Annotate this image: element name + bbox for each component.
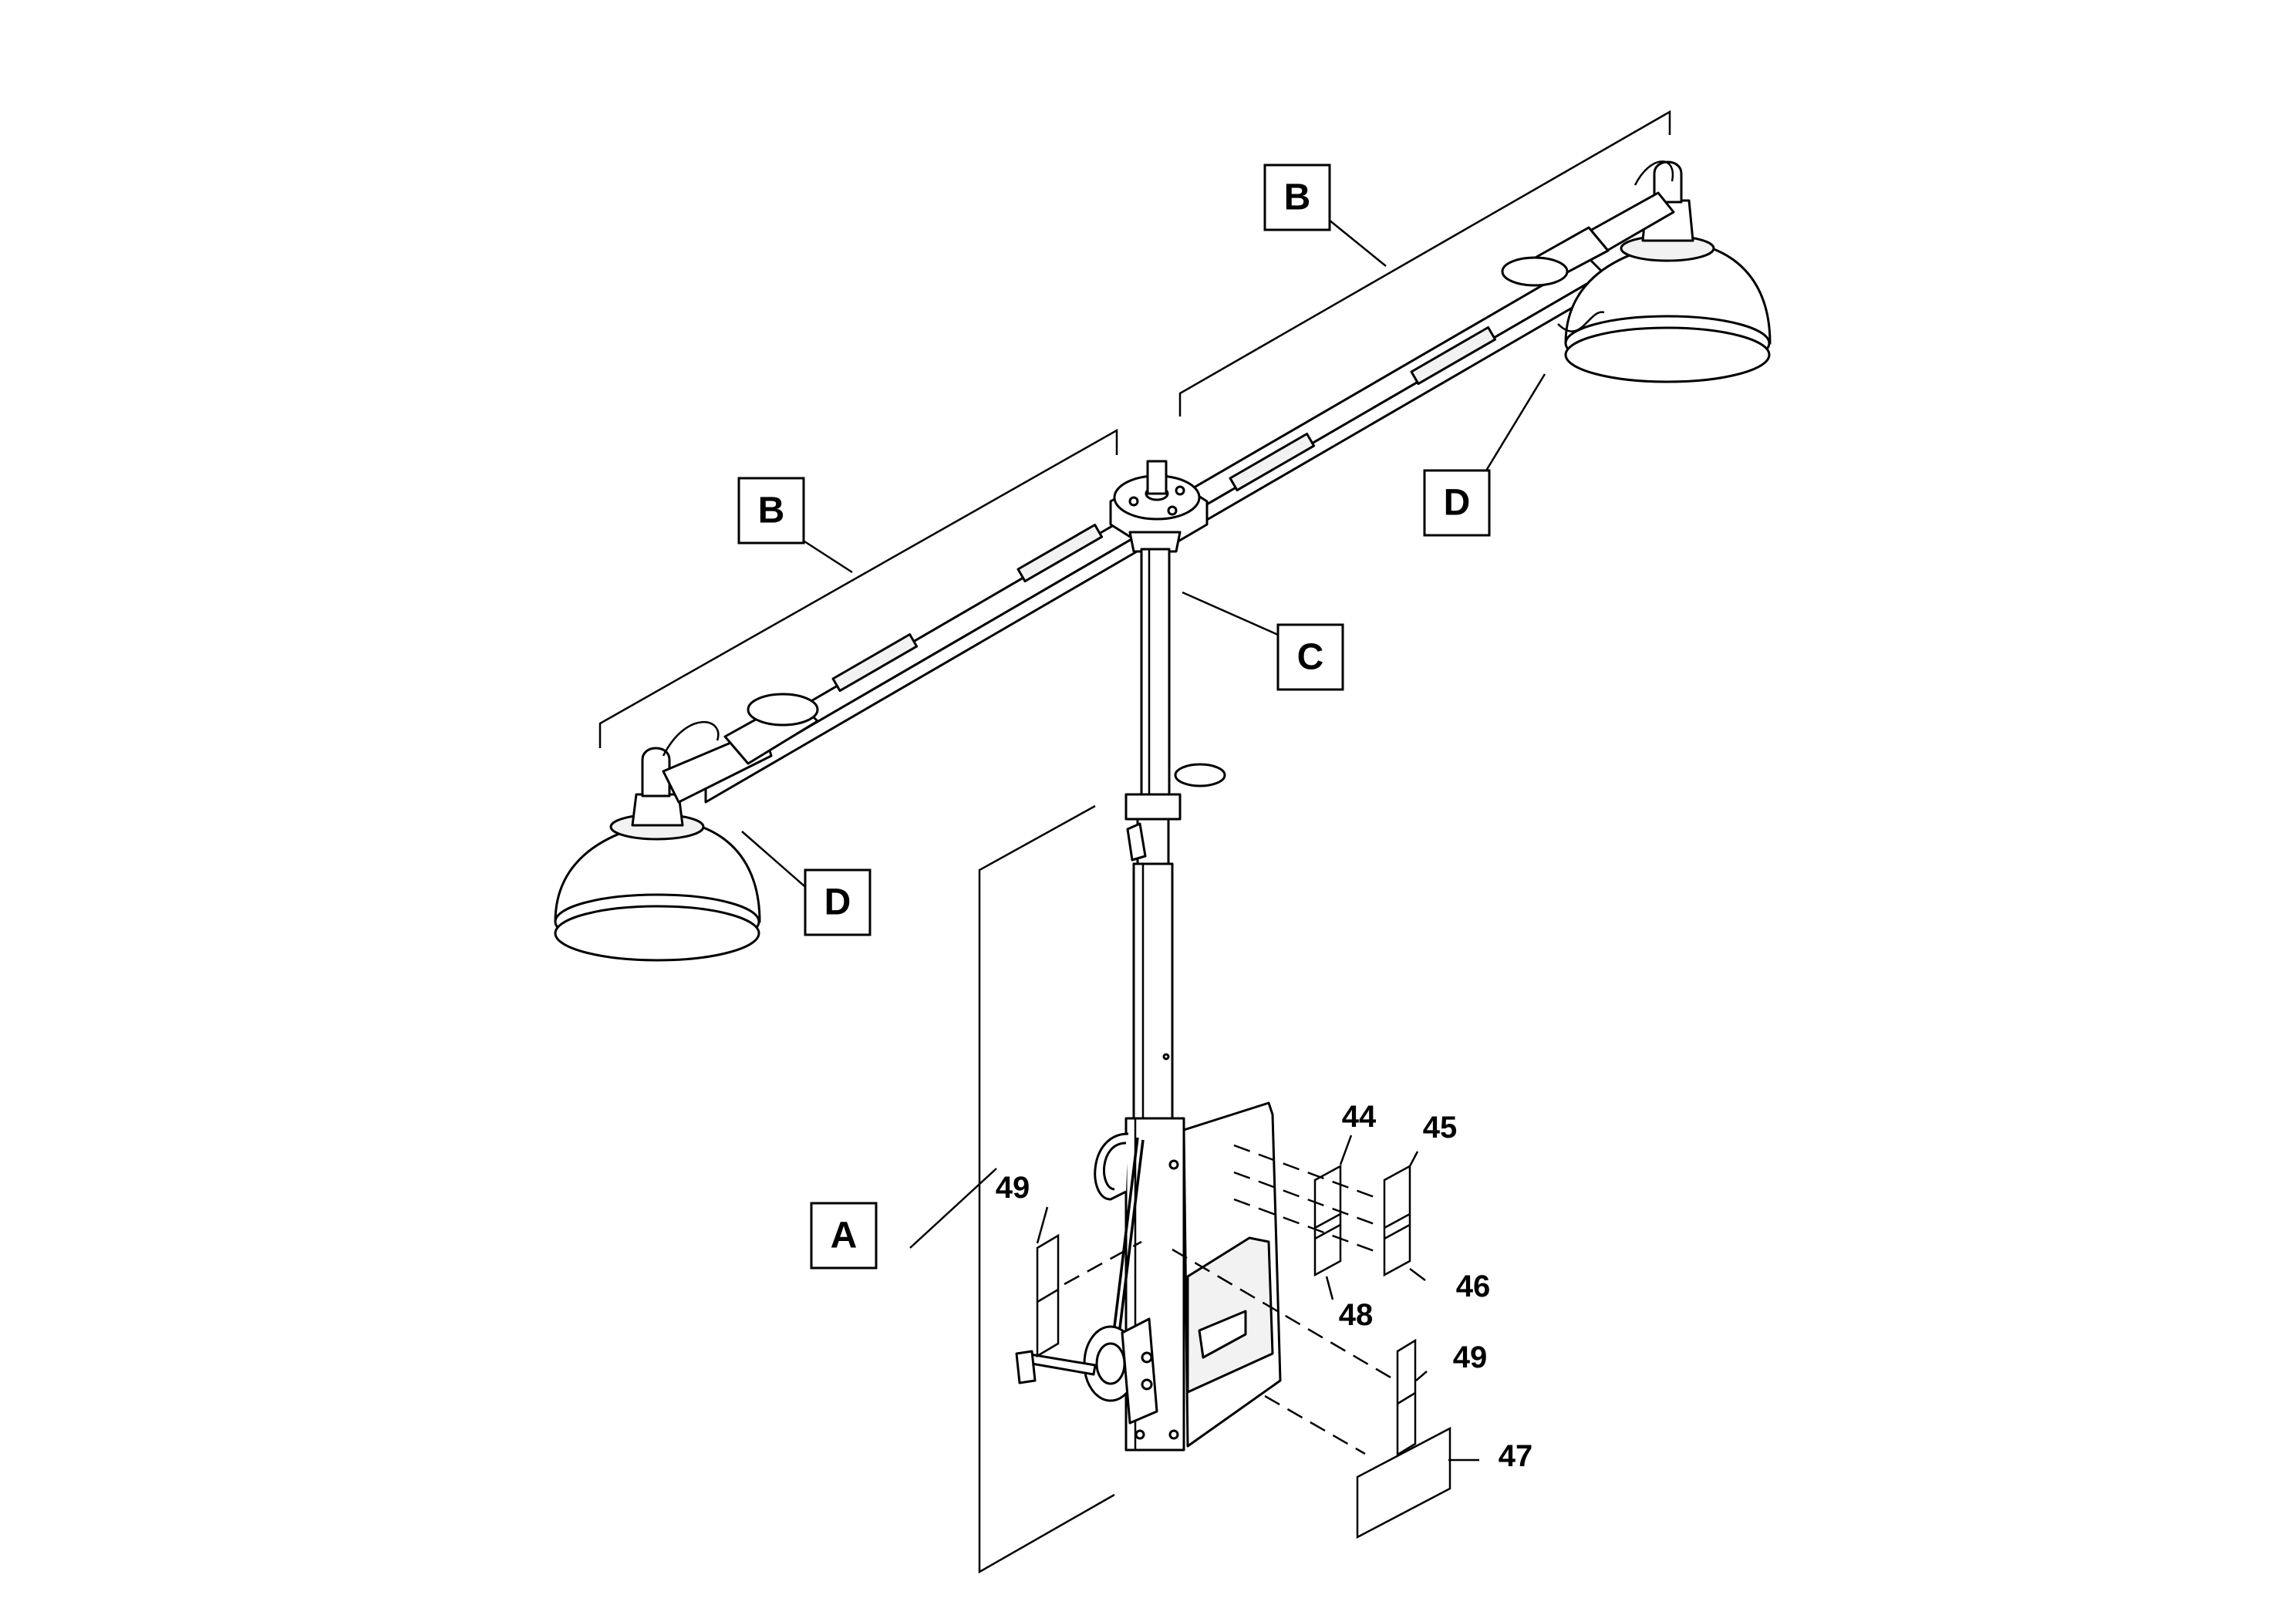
part-number-45: 45 (1423, 1111, 1458, 1145)
mast-upper (1140, 548, 1171, 798)
decal-49-left (1036, 1233, 1142, 1358)
svg-text:C: C (1297, 637, 1324, 678)
svg-text:D: D (824, 882, 851, 923)
callout-b-left: B (737, 477, 805, 545)
part-number-47: 47 (1499, 1439, 1533, 1473)
bracket-b-left (598, 428, 1118, 748)
decal-47 (1264, 1394, 1451, 1539)
callout-d-right: D (1423, 469, 1491, 537)
center-hub (1109, 460, 1209, 555)
bracket-b-right (1178, 110, 1671, 416)
callout-b-right: B (1263, 164, 1331, 231)
svg-text:A: A (831, 1216, 858, 1256)
part-number-44: 44 (1342, 1100, 1377, 1134)
lamp-left (554, 693, 819, 962)
callout-a: A (810, 1202, 878, 1270)
callout-d-left: D (804, 868, 872, 936)
lamp-right (1501, 160, 1772, 383)
part-number-49-left: 49 (996, 1171, 1030, 1205)
part-number-49-right: 49 (1453, 1340, 1488, 1374)
bracket-a (978, 804, 1115, 1574)
svg-text:B: B (1284, 177, 1311, 218)
mast-middle (1132, 862, 1174, 1120)
mast-collar (1124, 763, 1226, 865)
decal-45-46 (1383, 1164, 1411, 1277)
part-number-48: 48 (1339, 1298, 1374, 1332)
decal-44-48 (1313, 1164, 1342, 1277)
part-number-46: 46 (1456, 1270, 1491, 1303)
callout-leaders (741, 219, 1546, 1462)
callout-c: C (1276, 623, 1344, 691)
svg-text:D: D (1444, 483, 1471, 524)
winch (1015, 1137, 1158, 1425)
decal-49-right (1172, 1248, 1417, 1457)
boom-arm-right (1155, 257, 1606, 541)
svg-text:B: B (758, 491, 785, 531)
